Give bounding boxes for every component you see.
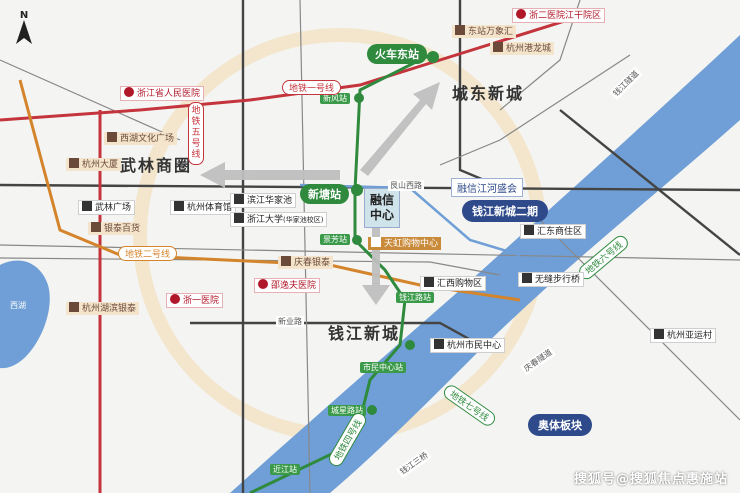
- compass-icon: N: [10, 10, 38, 46]
- station-jinjiang[interactable]: 近江站: [270, 464, 300, 475]
- poi-dongzhan-wanxiang[interactable]: 东站万象汇: [452, 25, 517, 38]
- building-icon: [654, 329, 664, 339]
- road-xinye: 新业路: [276, 316, 304, 327]
- poi-wulin-square[interactable]: 武林广场: [78, 200, 136, 215]
- station-xinfeng[interactable]: 新风站: [320, 93, 350, 104]
- poi-hangzhou-ganglong[interactable]: 杭州港龙城: [490, 42, 555, 55]
- poi-huixi[interactable]: 汇西购物区: [420, 276, 487, 291]
- compass-north-label: N: [19, 10, 29, 21]
- mall-icon: [69, 158, 79, 168]
- district-chengdong: 城东新城: [452, 84, 525, 103]
- mall-icon: [69, 302, 79, 312]
- station-xintang[interactable]: 新塘站: [300, 184, 349, 204]
- label-west-lake: 西湖: [10, 301, 26, 310]
- poi-hangzhou-dasha[interactable]: 杭州大厦: [66, 158, 122, 171]
- hospital-icon: [124, 87, 134, 97]
- district-olympic[interactable]: 奥体板块: [528, 414, 592, 436]
- hospital-icon: [258, 279, 268, 289]
- building-icon: [234, 194, 244, 204]
- rongxin-center-box[interactable]: 融信中心: [364, 188, 400, 228]
- poi-xihu-culture[interactable]: 西湖文化广场: [104, 132, 178, 145]
- hospital-icon: [516, 9, 526, 19]
- mall-icon: [281, 256, 291, 266]
- building-icon: [434, 339, 444, 349]
- poi-binjiang-huajia[interactable]: 滨江华家池: [230, 193, 297, 208]
- district-qianjiang-phase2[interactable]: 钱江新城二期: [462, 200, 548, 222]
- mall-icon: [455, 25, 465, 35]
- hospital-icon: [170, 294, 180, 304]
- building-icon: [107, 132, 117, 142]
- mall-icon: [91, 222, 101, 232]
- road-genshanxi: 艮山西路: [388, 180, 424, 191]
- station-chengxinglu[interactable]: 城星路站: [328, 405, 366, 416]
- poi-hubin-yintai[interactable]: 杭州湖滨银泰: [66, 302, 140, 315]
- district-wulin: 武林商圈: [120, 156, 193, 175]
- poi-yintai[interactable]: 银泰百货: [88, 222, 144, 235]
- poi-hangzhou-gym[interactable]: 杭州体育馆: [170, 200, 237, 215]
- poi-qingchun-yintai[interactable]: 庆春银泰: [278, 256, 334, 269]
- poi-zhejiang-people-hospital[interactable]: 浙江省人民医院: [120, 86, 205, 101]
- poi-huidong[interactable]: 汇东商住区: [520, 224, 587, 239]
- poi-zhe1-hospital[interactable]: 浙一医院: [166, 293, 224, 308]
- building-icon: [522, 273, 532, 283]
- vtag-metro-line5: 地铁五号线: [188, 102, 204, 165]
- poi-zju[interactable]: 浙江大学(华家池校区): [230, 212, 328, 227]
- building-icon: [82, 201, 92, 211]
- building-icon: [174, 201, 184, 211]
- building-icon: [524, 225, 534, 235]
- mall-icon: [424, 277, 434, 287]
- school-icon: [234, 213, 244, 223]
- poi-tianhong[interactable]: 天虹购物中心: [368, 237, 442, 250]
- direction-arrows: [200, 82, 440, 305]
- poi-hangzhou-civic[interactable]: 杭州市民中心: [430, 338, 506, 353]
- rongxin-project-label[interactable]: 融信江河盛会: [451, 178, 523, 197]
- tag-metro-line1: 地铁一号线: [282, 80, 342, 95]
- watermark: 搜狐号@搜狐焦点惠施站: [573, 472, 728, 487]
- mall-icon: [371, 237, 381, 247]
- west-lake-water: [0, 260, 50, 369]
- district-qianjiang: 钱江新城: [328, 324, 401, 343]
- mall-icon: [493, 42, 503, 52]
- station-shiminzhongxin[interactable]: 市民中心站: [360, 362, 406, 373]
- station-qianjianglu[interactable]: 钱江路站: [396, 292, 434, 303]
- station-jingfang[interactable]: 景芳站: [320, 234, 350, 245]
- poi-wuyou-bridge[interactable]: 无缝步行桥: [518, 272, 585, 287]
- poi-zhejiang-hospital2[interactable]: 浙二医院江干院区: [512, 8, 606, 23]
- tag-metro-line2: 地铁二号线: [118, 246, 178, 261]
- station-huochedong[interactable]: 火车东站: [367, 44, 427, 64]
- poi-yayun-village[interactable]: 杭州亚运村: [650, 328, 717, 343]
- poi-shaoyifu-hospital[interactable]: 邵逸夫医院: [254, 278, 321, 293]
